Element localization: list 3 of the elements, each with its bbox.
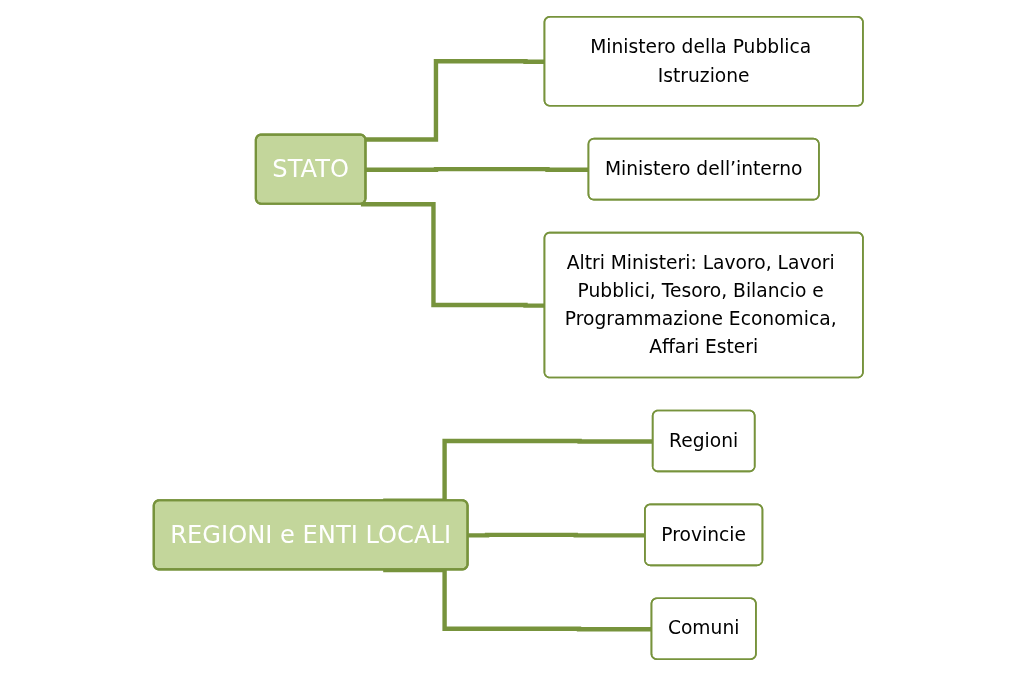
connector xyxy=(365,59,545,142)
connector xyxy=(360,202,545,308)
connector xyxy=(365,166,589,172)
